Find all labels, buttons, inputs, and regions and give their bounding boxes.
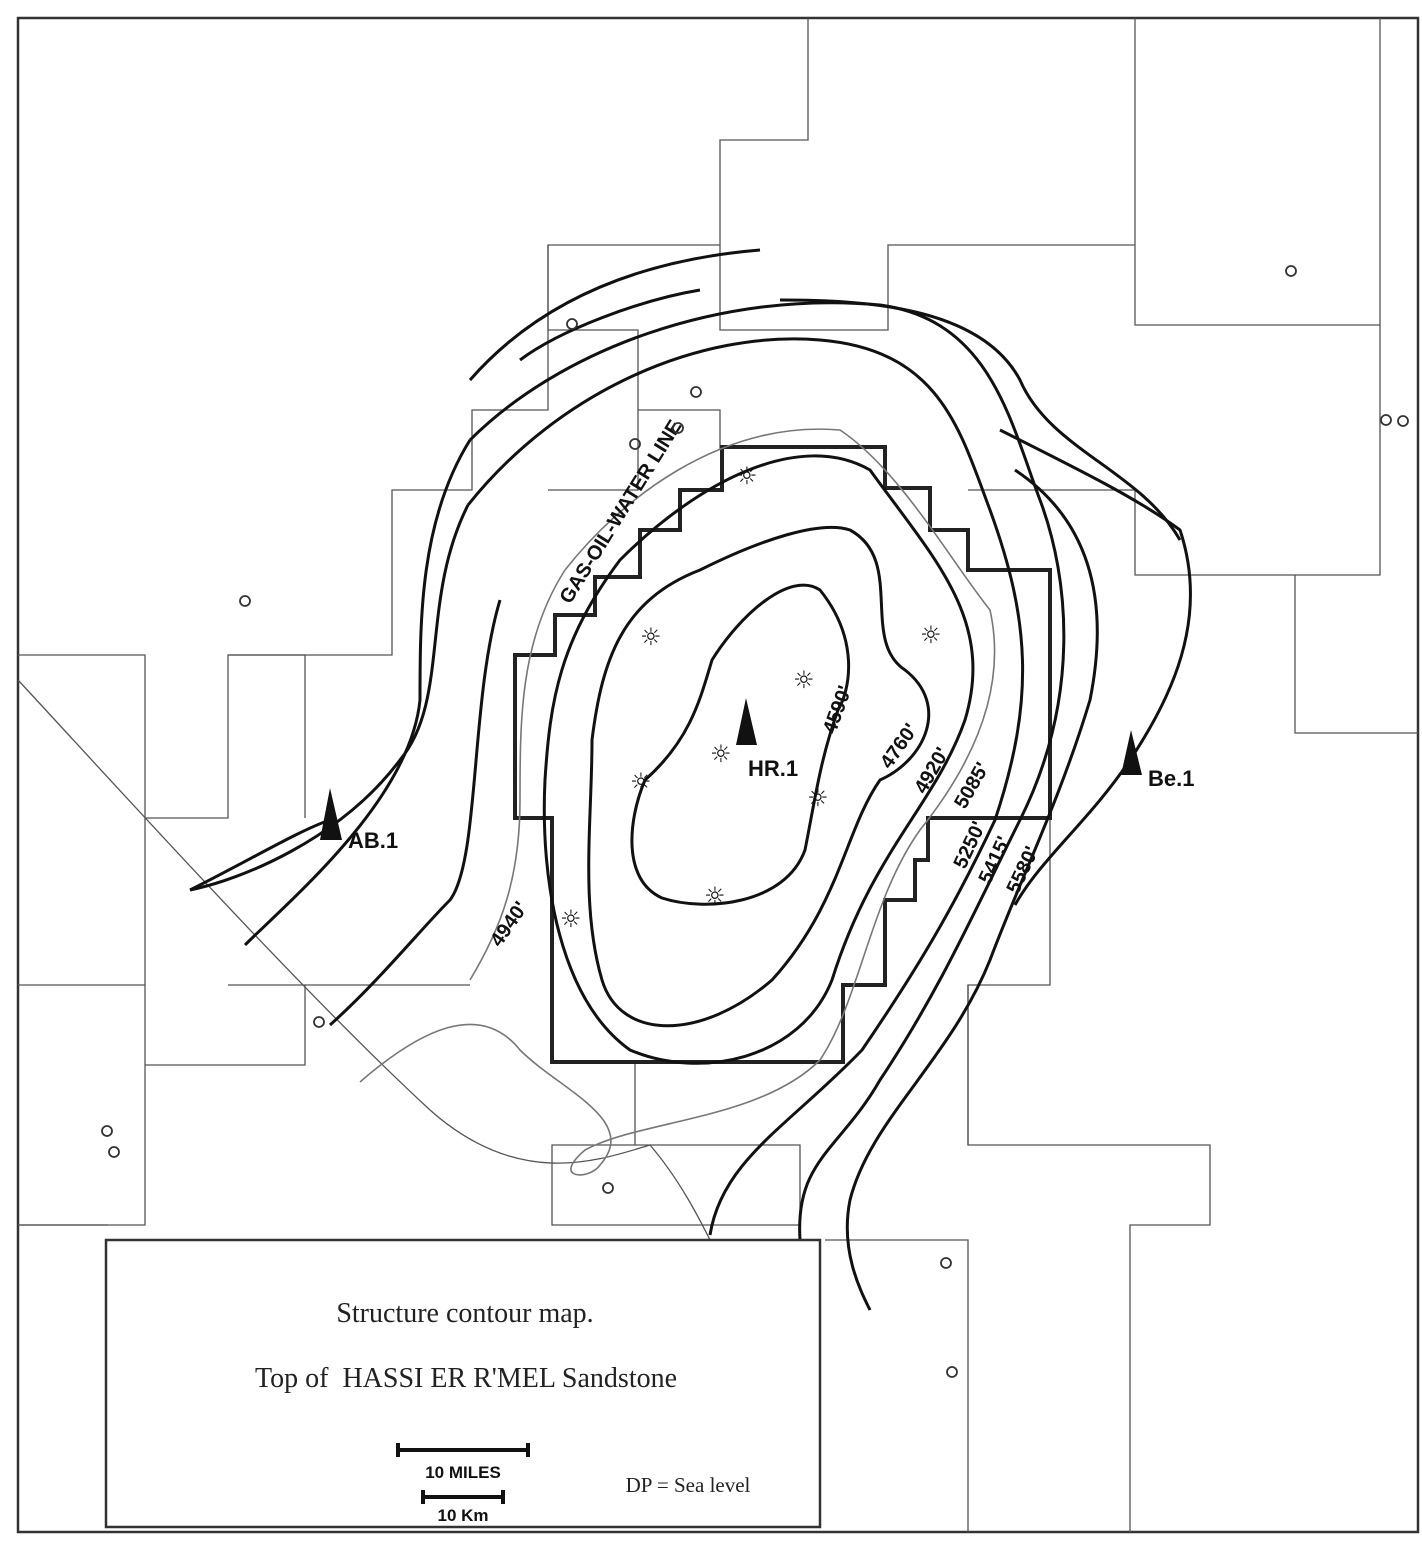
contour-4760 <box>587 525 931 1028</box>
legend-box: Structure contour map. Top of HASSI ER R… <box>104 1238 822 1529</box>
well-marker-icon <box>1121 730 1142 775</box>
field-boundary <box>513 445 1052 1064</box>
contour-5250 <box>243 301 1066 1241</box>
gas-well-icon: ☼ <box>710 740 732 768</box>
well-marker-icon <box>736 698 757 745</box>
contour-outer-1 <box>779 298 1182 541</box>
well-label-be1: Be.1 <box>1148 766 1194 791</box>
gas-well-icon: ☼ <box>560 905 582 933</box>
map-title: Structure contour map. <box>336 1298 593 1329</box>
gas-well-icon: ☼ <box>640 623 662 651</box>
contour-4920 <box>542 454 975 1065</box>
scale-bar-km <box>421 1490 505 1504</box>
gas-well-icon: ☼ <box>807 784 829 812</box>
contour-5085 <box>189 337 1025 1236</box>
dry-wells <box>101 265 1409 1378</box>
contour-4590 <box>630 583 850 906</box>
well-label-hr1: HR.1 <box>748 756 798 781</box>
diagonal-line <box>17 679 711 1241</box>
gas-well-icon: ☼ <box>920 621 942 649</box>
producing-wells: ☼ ☼ ☼ ☼ ☼ ☼ ☼ ☼ ☼ <box>560 462 942 933</box>
contour-lines <box>189 248 1192 1311</box>
datum-note: DP = Sea level <box>626 1473 751 1497</box>
concession-grid <box>18 18 1418 1532</box>
scale-label-miles: 10 MILES <box>425 1463 501 1482</box>
gas-well-icon: ☼ <box>736 462 758 490</box>
well-marker-icon <box>320 788 342 840</box>
well-label-ab1: AB.1 <box>348 828 398 853</box>
gas-well-icon: ☼ <box>704 882 726 910</box>
gas-well-icon: ☼ <box>630 768 652 796</box>
scale-bar-miles <box>396 1443 530 1457</box>
contour-outer-2 <box>189 818 331 892</box>
contour-5415 <box>328 288 1099 1311</box>
contour-5580 <box>468 248 1192 906</box>
gas-oil-water-line <box>359 428 996 1176</box>
gas-well-icon: ☼ <box>793 666 815 694</box>
map-subtitle: Top of HASSI ER R'MEL Sandstone <box>255 1363 677 1394</box>
scale-label-km: 10 Km <box>437 1506 488 1525</box>
